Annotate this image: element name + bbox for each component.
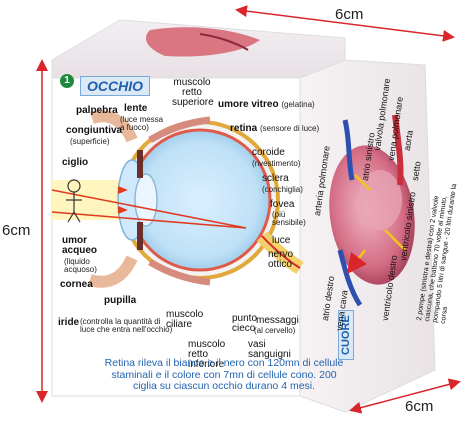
label-lente: lente [124,103,148,114]
label-umore-vitreo: umore vitreo (gelatina) [218,99,315,110]
eye-caption: Retina rileva il bianco e il nero con 12… [104,357,344,392]
label-ciglio: ciglio [62,157,89,168]
top-dimension-arrow [235,5,455,42]
observer-figure [66,179,82,223]
label-luce: luce [272,235,291,246]
bottom-dimension-arrow [349,378,461,414]
top-face-anatomy-strip [145,27,260,57]
label-punto-cieco: punto cieco [232,313,258,334]
bottom-dimension-label: 6cm [405,398,434,415]
left-dimension-label: 6cm [2,222,31,239]
label-coroide-note: (rivestimento) [252,159,301,168]
face-number-badge: 1 [60,74,74,88]
label-fovea-note: (più sensibile) [272,210,306,227]
label-nervo-ottico: nervo ottico [268,249,294,270]
label-palpebra: palpebra [76,105,118,116]
label-cornea: cornea [60,279,93,290]
label-umor-acqueo-note: (liquido acquoso) [64,257,97,274]
label-pupilla: pupilla [104,295,137,306]
label-lente-note: (luce messa a fuoco) [120,115,164,132]
label-umor-acqueo: umor acqueo [62,235,98,256]
eyelid-lower [88,255,138,288]
label-iride: iride [58,317,80,328]
label-muscolo-retto-inferiore: muscolo retto inferiore [188,339,226,370]
label-fovea: fovea [270,199,295,210]
eye-title: OCCHIO [80,76,150,96]
top-dimension-label: 6cm [335,6,364,23]
label-messaggi-note: (al cervello) [254,326,296,335]
label-messaggi: messaggi [256,315,299,326]
label-sclera-note: (conchiglia) [262,185,303,194]
label-congiuntiva-note: (superficie) [70,137,110,146]
label-coroide: coroide [252,147,285,158]
label-retina: retina (sensore di luce) [230,123,320,134]
label-iride-note: (controlla la quantità di luce che entra… [80,317,173,334]
label-congiuntiva: congiuntiva [66,125,123,136]
label-muscolo-ciliare: muscolo ciliare [166,309,204,330]
label-muscolo-retto-superiore: muscolo retto superiore [172,77,214,108]
label-vasi-sanguigni: vasi sanguigni [248,339,291,360]
lens-shape [134,173,158,227]
label-sclera: sclera [262,173,289,184]
eyelid-upper [90,110,138,143]
